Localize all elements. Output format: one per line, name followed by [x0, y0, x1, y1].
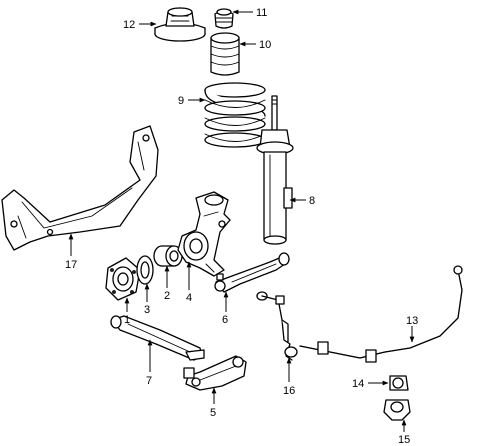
callout-4: 4 [186, 292, 192, 304]
shield-part [136, 255, 154, 285]
coil-spring-part [204, 82, 266, 148]
strut-mount-part [154, 7, 206, 42]
bushing-bracket-part [383, 399, 411, 421]
callout-6: 6 [222, 314, 228, 326]
bumper-part [214, 8, 234, 29]
callout-17: 17 [65, 259, 77, 271]
control-arm-upper-part [214, 252, 290, 293]
callout-3: 3 [144, 304, 150, 316]
dust-boot-part [210, 32, 240, 76]
crossmember-part [1, 125, 159, 251]
hub-bearing-part [105, 257, 141, 301]
callout-13: 13 [406, 315, 418, 327]
callout-5: 5 [210, 407, 216, 419]
callout-9: 9 [178, 95, 184, 107]
stabilizer-bushing-part [389, 375, 409, 391]
callout-1: 1 [124, 314, 130, 326]
strut-assembly-part [256, 95, 294, 245]
callout-15: 15 [398, 434, 410, 446]
callout-14: 14 [352, 378, 364, 390]
callout-11: 11 [256, 7, 267, 19]
callout-2: 2 [164, 290, 170, 302]
lower-arm-part [110, 315, 205, 361]
stabilizer-link-part [256, 291, 298, 361]
callout-12: 12 [123, 19, 135, 31]
stabilizer-bar-part [299, 265, 463, 363]
control-arm-lower-part [183, 355, 247, 391]
callout-7: 7 [146, 375, 152, 387]
callout-8: 8 [309, 195, 315, 207]
steering-knuckle-part [177, 191, 231, 277]
callout-16: 16 [283, 385, 295, 397]
callout-10: 10 [259, 39, 271, 51]
